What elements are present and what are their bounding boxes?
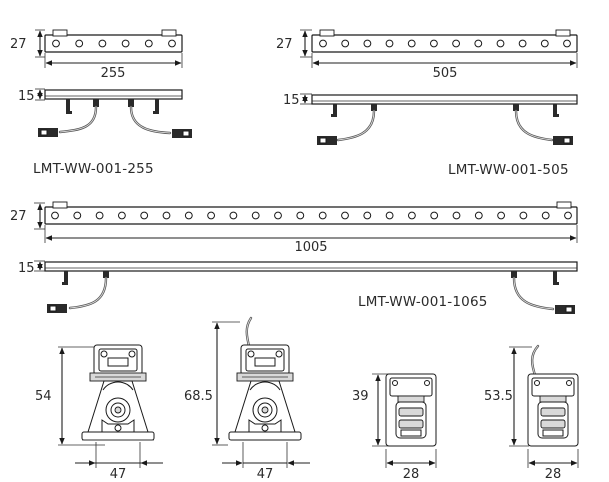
height-label-255: 27 <box>10 37 27 52</box>
bracket-a-width-label: 47 <box>110 467 127 482</box>
led-dot <box>541 211 550 220</box>
led-dot <box>430 39 438 48</box>
led-dot <box>474 211 483 220</box>
led-dot <box>519 211 528 220</box>
led-dot <box>563 39 571 48</box>
led-dot <box>75 39 84 48</box>
led-dot <box>95 211 104 220</box>
led-dot <box>144 39 153 48</box>
bracket-d-front-view: 53.5 28 <box>484 344 579 482</box>
led-dot <box>121 39 130 48</box>
side-height-label-1005: 15 <box>18 261 35 276</box>
led-dot <box>341 39 350 48</box>
led-row-255 <box>52 39 176 48</box>
bar-255-top-view: 27 255 <box>10 29 183 81</box>
bracket-a-front-view: 54 47 <box>35 344 163 482</box>
led-dot <box>452 39 461 48</box>
led-dot <box>341 211 349 220</box>
bracket-d-width-label: 28 <box>545 467 562 482</box>
led-dot <box>140 211 149 220</box>
bar-505-top-view: 27 505 <box>276 29 578 81</box>
led-dot <box>518 39 527 48</box>
led-row-1005 <box>51 211 572 220</box>
led-dot <box>408 211 416 220</box>
bracket-c-height-label: 39 <box>352 389 369 404</box>
led-dot <box>52 39 60 48</box>
led-dot <box>251 211 260 220</box>
led-dot <box>73 211 82 220</box>
led-dot <box>168 39 176 48</box>
led-dot <box>363 39 372 48</box>
bracket-c-front-view: 39 28 <box>352 373 437 482</box>
bar-505-side-view: 15 <box>283 93 578 145</box>
bracket-b-front-view: 68.5 47 <box>184 316 310 482</box>
led-dot <box>274 211 282 220</box>
bracket-d-height-label: 53.5 <box>484 389 513 404</box>
led-dot <box>474 39 483 48</box>
led-dot <box>296 211 305 220</box>
bar-255-side-view: 15 <box>18 88 192 138</box>
led-dot <box>496 39 505 48</box>
height-label-1005: 27 <box>10 209 27 224</box>
bracket-a-height-label: 54 <box>35 389 52 404</box>
led-dot <box>407 39 416 48</box>
led-dot <box>452 211 461 220</box>
led-dot <box>162 211 171 220</box>
bracket-b-width-label: 47 <box>257 467 274 482</box>
led-dot <box>319 39 327 48</box>
led-dot <box>184 211 193 220</box>
length-label-1005: 1005 <box>294 240 327 255</box>
led-dot <box>430 211 439 220</box>
led-dot <box>385 211 394 220</box>
led-dot <box>51 211 59 220</box>
length-label-505: 505 <box>433 66 458 81</box>
led-dot <box>540 39 549 48</box>
led-dot <box>229 211 238 220</box>
led-dot <box>564 211 572 220</box>
led-dot <box>363 211 372 220</box>
led-dot <box>318 211 327 220</box>
led-dot <box>207 211 216 220</box>
side-height-label-255: 15 <box>18 89 35 104</box>
height-label-505: 27 <box>276 37 293 52</box>
side-height-label-505: 15 <box>283 93 300 108</box>
model-label-505: LMT-WW-001-505 <box>448 162 569 178</box>
led-dot <box>118 211 126 220</box>
length-label-255: 255 <box>101 66 126 81</box>
bar-1005-top-view: 27 1005 <box>10 201 578 255</box>
bracket-b-height-label: 68.5 <box>184 389 213 404</box>
bracket-c-width-label: 28 <box>403 467 420 482</box>
led-dot <box>497 211 506 220</box>
led-dot <box>98 39 107 48</box>
model-label-255: LMT-WW-001-255 <box>33 161 154 177</box>
model-label-1065: LMT-WW-001-1065 <box>358 294 488 310</box>
bar-1005-side-view: 15 <box>18 260 578 314</box>
led-row-505 <box>319 39 571 48</box>
led-dot <box>385 39 394 48</box>
